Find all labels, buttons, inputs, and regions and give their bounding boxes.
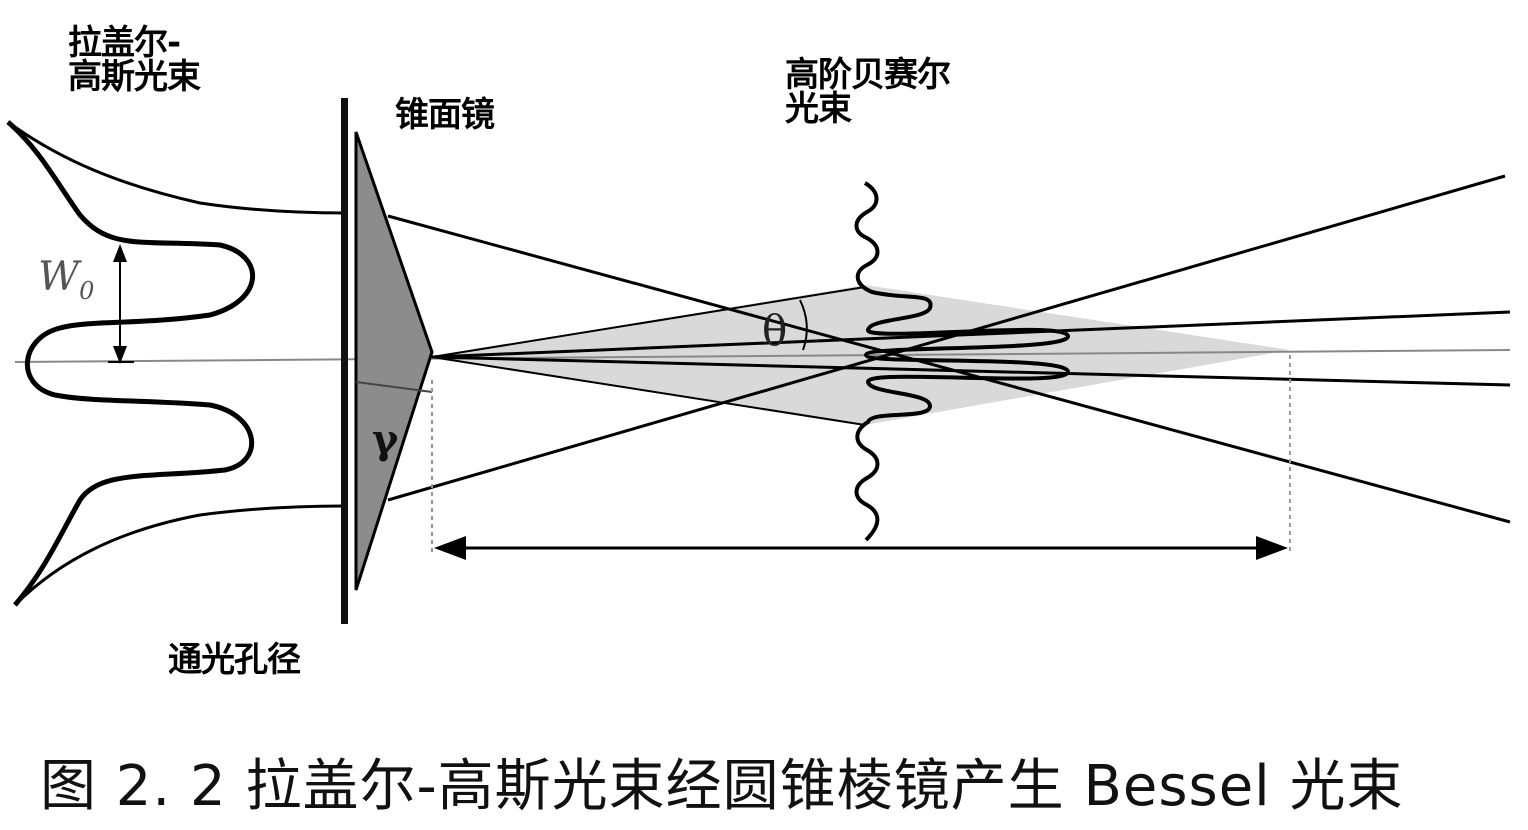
ray-lower-inner xyxy=(431,310,1511,359)
waist-label: W0 xyxy=(38,254,94,305)
ray-theta-lower xyxy=(431,356,866,426)
waist-arrow-head-top xyxy=(113,244,127,262)
waist-symbol: W xyxy=(38,254,80,300)
input-beam-label-line2: 高斯光束 xyxy=(68,57,201,97)
axicon-label: 锥面镜 xyxy=(395,95,495,135)
beam-envelope-top xyxy=(7,120,346,215)
figure-caption: 图 2. 2 拉盖尔-高斯光束经圆锥棱镜产生 Bessel 光束 xyxy=(40,754,1404,819)
waist-subscript: 0 xyxy=(79,277,95,305)
gamma-label: γ xyxy=(372,416,399,463)
zmax-arrow-head-left xyxy=(434,536,466,560)
aperture-label: 通光孔径 xyxy=(168,640,301,680)
axicon-gamma-line xyxy=(355,381,433,393)
output-beam-label-line2: 光束 xyxy=(785,89,852,129)
ray-theta-upper xyxy=(431,286,866,358)
zmax-arrow-head-right xyxy=(1256,536,1288,560)
theta-arc xyxy=(799,299,808,351)
lg-beam-profile xyxy=(6,120,256,607)
theta-label: θ xyxy=(762,306,788,355)
aperture-plate xyxy=(341,98,348,624)
bessel-beam-diagram xyxy=(6,98,1511,624)
waist-arrow-head-bottom xyxy=(113,346,127,364)
ray-lower-outer xyxy=(387,174,1506,502)
axicon-prism xyxy=(354,131,434,591)
output-beam-label-line1: 高阶贝赛尔 xyxy=(785,55,951,95)
optical-axis xyxy=(14,349,1511,363)
ray-upper-inner xyxy=(431,355,1511,387)
beam-envelope-bottom xyxy=(13,504,346,607)
bessel-profile-wave xyxy=(854,181,1071,542)
input-beam-label-line1: 拉盖尔- xyxy=(68,23,181,63)
